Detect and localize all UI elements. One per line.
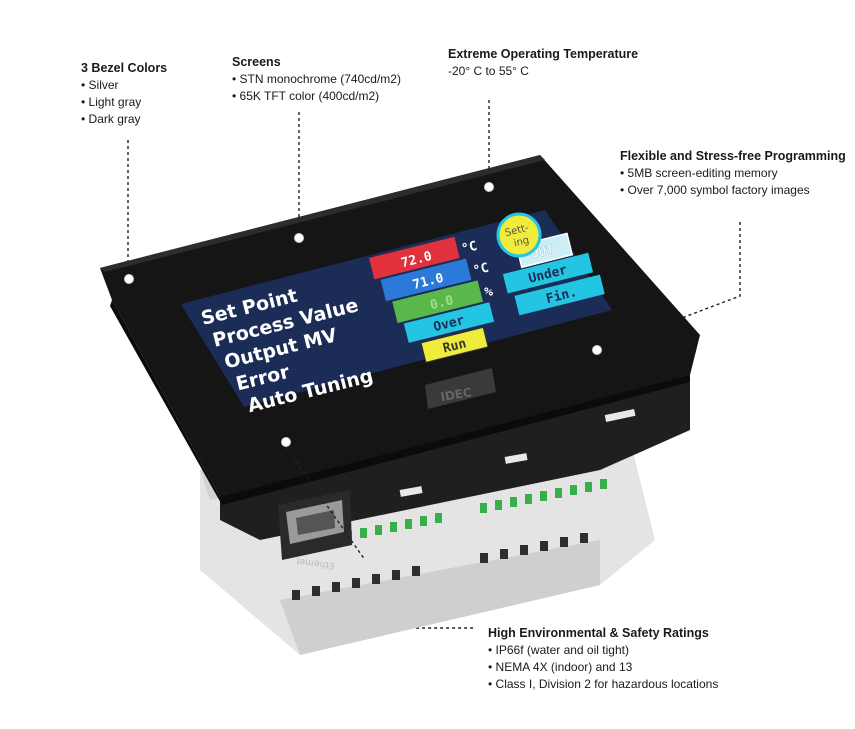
callout-dot-ratings	[281, 437, 291, 447]
under-button[interactable]	[502, 252, 594, 294]
brand-logo: IDEC	[425, 368, 496, 409]
unit-celsius-2: °C	[472, 261, 491, 279]
over-button[interactable]	[403, 302, 495, 343]
callout-bezel-item: Silver	[81, 77, 167, 94]
callout-screens: Screens STN monochrome (740cd/m2) 65K TF…	[232, 54, 401, 105]
unit-percent: %	[483, 284, 494, 300]
run-button[interactable]	[420, 326, 489, 363]
svg-text:ing: ing	[513, 235, 531, 249]
callout-temperature-text: -20° C to 55° C	[448, 64, 529, 78]
callout-programming-title: Flexible and Stress-free Programming	[620, 149, 846, 163]
callout-dot-programming	[592, 345, 602, 355]
output-value: 0.0	[429, 293, 456, 313]
hmi-screen: Set Point Process Value Output MV Error …	[181, 210, 612, 417]
callout-dot-bezel	[124, 274, 134, 284]
callout-programming-item: 5MB screen-editing memory	[620, 165, 846, 182]
ethernet-port: Ethernet	[278, 490, 352, 570]
callout-screens-item: STN monochrome (740cd/m2)	[232, 71, 401, 88]
unit-celsius-1: °C	[460, 239, 479, 257]
process-value-value: 71.0	[411, 271, 445, 293]
callout-bezel-item: Light gray	[81, 94, 167, 111]
svg-text:IDEC: IDEC	[439, 385, 473, 404]
callout-bezel-item: Dark gray	[81, 111, 167, 128]
svg-text:Fin.: Fin.	[545, 285, 579, 307]
callout-programming: Flexible and Stress-free Programming 5MB…	[620, 148, 846, 199]
svg-text:Run: Run	[441, 336, 467, 356]
set-point-value: 72.0	[400, 249, 434, 271]
callout-dot-screens	[294, 233, 304, 243]
callout-bezel-colors: 3 Bezel Colors Silver Light gray Dark gr…	[81, 60, 167, 128]
set-point-cell	[369, 236, 460, 280]
svg-text:Over: Over	[432, 313, 466, 335]
callout-ratings-item: Class I, Division 2 for hazardous locati…	[488, 676, 719, 693]
callout-dot-temperature	[484, 182, 494, 192]
callout-ratings-title: High Environmental & Safety Ratings	[488, 626, 709, 640]
callout-ratings-item: NEMA 4X (indoor) and 13	[488, 659, 718, 676]
callout-temperature: Extreme Operating Temperature -20° C to …	[448, 46, 638, 80]
callout-ratings: High Environmental & Safety Ratings IP66…	[488, 625, 718, 693]
process-value-cell	[380, 258, 472, 302]
output-cell	[392, 280, 483, 324]
callout-temperature-title: Extreme Operating Temperature	[448, 47, 639, 61]
callout-screens-title: Screens	[232, 55, 281, 69]
callout-screens-item: 65K TFT color (400cd/m2)	[232, 88, 401, 105]
fin-button[interactable]	[514, 274, 605, 316]
callout-programming-item: Over 7,000 symbol factory images	[620, 182, 846, 199]
setting-button[interactable]: Sett- ing	[496, 212, 542, 258]
callout-ratings-item: IP66f (water and oil tight)	[488, 642, 718, 659]
callout-bezel-title: 3 Bezel Colors	[81, 61, 168, 75]
